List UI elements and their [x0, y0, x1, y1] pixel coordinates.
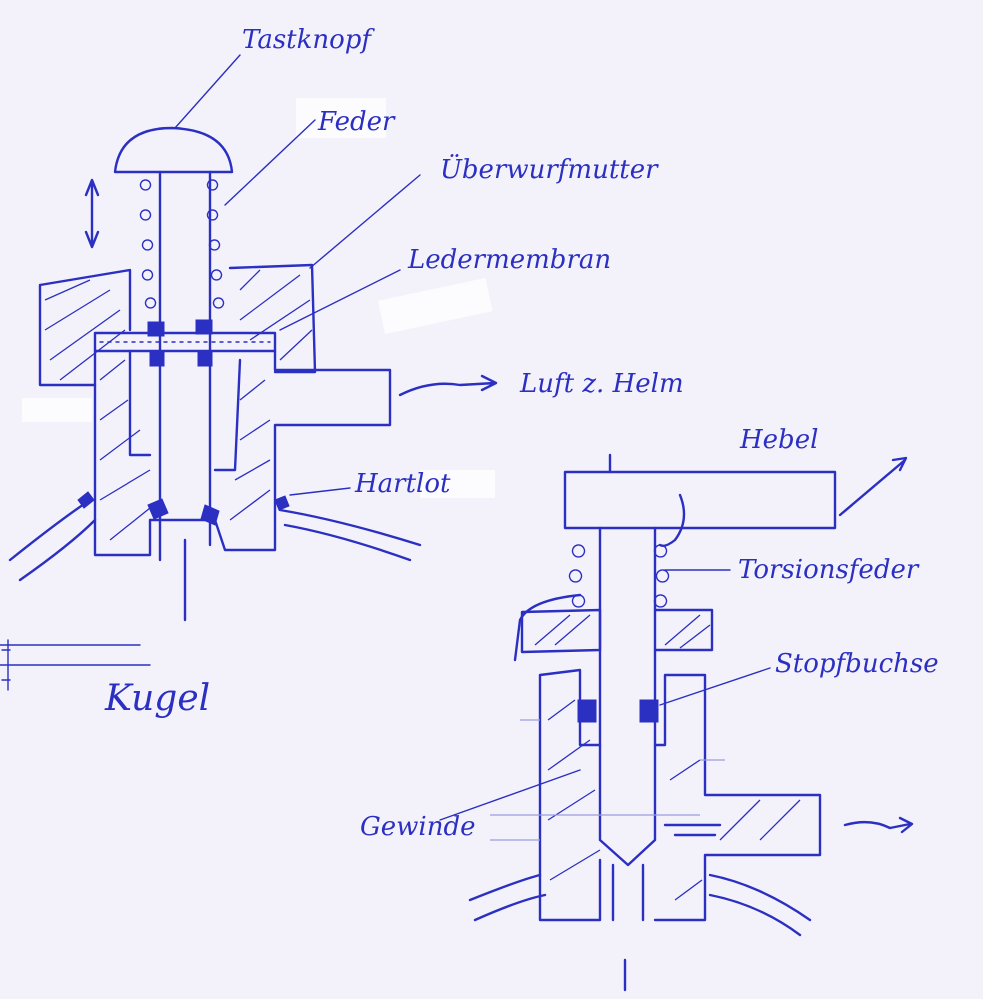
- air-arrow: [398, 374, 498, 397]
- ball-sketch: [0, 639, 151, 691]
- push-valve-drawing: [0, 126, 498, 691]
- button-knob: [113, 126, 234, 174]
- motion-arrow: [84, 178, 100, 249]
- tube: [8, 498, 422, 582]
- label-hartlot: Hartlot: [354, 469, 451, 499]
- label-tastknopf: Tastknopf: [242, 25, 375, 55]
- label-hebel: Hebel: [739, 425, 818, 455]
- leather-membrane: [93, 331, 277, 353]
- air-arrow-2: [843, 816, 914, 834]
- label-stopfbuchse: Stopfbuchse: [775, 649, 939, 679]
- label-gewinde: Gewinde: [360, 812, 476, 842]
- label-feder: Feder: [317, 107, 396, 137]
- label-ledermembran: Ledermembran: [407, 245, 611, 275]
- stem-2: [598, 526, 657, 992]
- leader-lines: [174, 54, 771, 821]
- spring-coils: [139, 179, 225, 309]
- cap-nut: [38, 263, 317, 387]
- label-luft-zum-helm: Luft z. Helm: [519, 369, 684, 399]
- stem: [158, 170, 212, 622]
- tape-pieces: [22, 98, 495, 498]
- label-torsionsfeder: Torsionsfeder: [738, 555, 920, 585]
- label-ueberwurfmutter: Überwurfmutter: [440, 153, 659, 185]
- lever: [563, 470, 837, 530]
- torsion-spring-arm: [513, 593, 582, 662]
- lever-valve-drawing: [468, 453, 914, 992]
- label-kugel: Kugel: [104, 678, 210, 719]
- yoke: [520, 608, 714, 654]
